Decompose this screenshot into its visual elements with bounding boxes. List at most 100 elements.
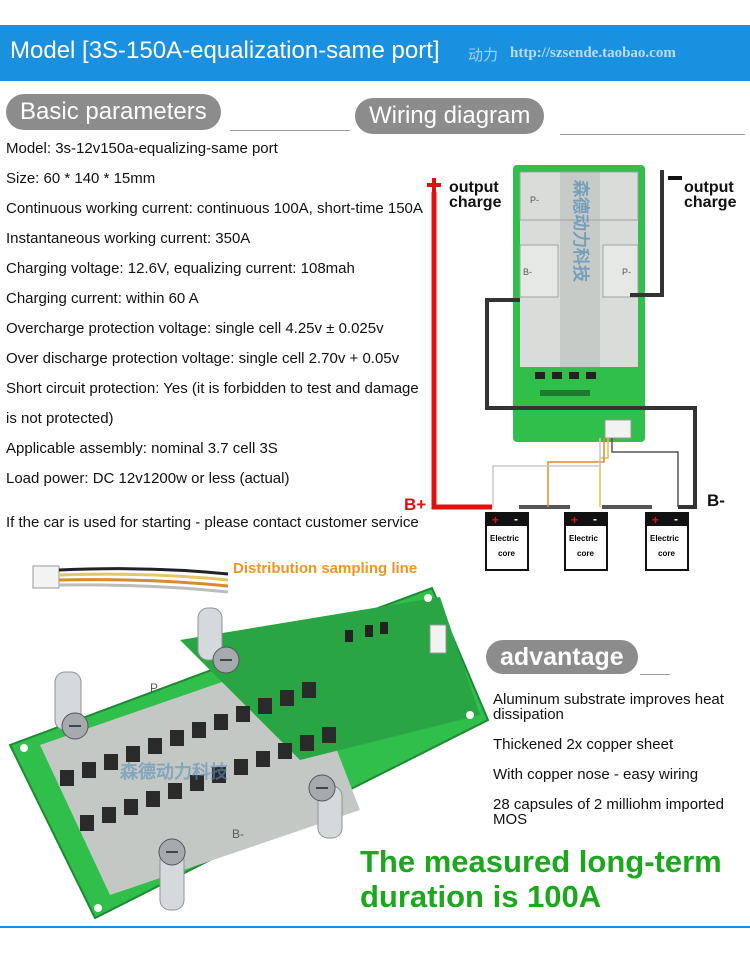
positive-wire <box>431 192 492 510</box>
sampling-wire <box>58 567 229 576</box>
negative-bus-wire <box>485 298 697 509</box>
pad-b-minus <box>519 244 559 298</box>
svg-text:-: - <box>674 512 678 526</box>
terminal-lug <box>308 774 343 839</box>
param-model: Model: 3s-12v150a-equalizing-same port <box>6 140 278 157</box>
chip <box>345 630 353 642</box>
mos-row <box>80 727 336 831</box>
param-assembly: Applicable assembly: nominal 3.7 cell 3S <box>6 440 278 457</box>
balance-connector <box>604 419 632 439</box>
resistor-row <box>540 390 590 396</box>
mount-hole <box>94 904 102 912</box>
balance-socket <box>429 624 447 654</box>
mos-strip <box>560 172 600 367</box>
advantage-item: With copper nose - easy wiring <box>493 766 699 783</box>
advantage-item: Thickened 2x copper sheet <box>493 736 674 753</box>
svg-text:+: + <box>492 513 499 527</box>
plus-glyph <box>432 178 436 192</box>
balance-plug <box>32 565 60 589</box>
mount-hole <box>466 711 474 719</box>
shop-url: http://szsende.taobao.com <box>510 45 676 61</box>
chip <box>535 372 545 379</box>
sampling-wire <box>58 583 229 594</box>
pad-label: P- <box>622 267 631 277</box>
mount-hole <box>20 744 28 752</box>
param-over-discharge: Over discharge protection voltage: singl… <box>6 350 400 367</box>
svg-text:-: - <box>514 512 518 526</box>
pad-p-minus <box>602 244 639 298</box>
bottom-rule <box>0 926 750 928</box>
minus-glyph <box>668 176 682 180</box>
advantage-item: 28 capsules of 2 milliohm imported MOS <box>493 796 724 828</box>
photo-pad-label: B- <box>232 827 244 841</box>
param-short-circuit: Short circuit protection: Yes (it is for… <box>6 380 419 397</box>
battery-cell: + - Electric core <box>645 512 689 571</box>
param-load-power: Load power: DC 12v1200w or less (actual) <box>6 470 290 487</box>
advantage-item: Aluminum substrate improves heat dissipa… <box>493 691 724 723</box>
balance-lead <box>611 438 679 507</box>
heading-rule <box>230 130 350 131</box>
sampling-wire <box>58 578 229 588</box>
page-title: Model [3S-150A-equalization-same port] <box>10 37 440 64</box>
distribution-sampling-label: Distribution sampling line <box>233 560 418 577</box>
wiring-diagram-heading: Wiring diagram <box>355 98 545 134</box>
param-instantaneous-current: Instantaneous working current: 350A <box>6 230 251 247</box>
chip <box>365 625 373 637</box>
basic-parameters-heading: Basic parameters <box>6 94 221 130</box>
output-charge-left-label: charge <box>449 194 502 211</box>
param-continuous-current: Continuous working current: continuous 1… <box>6 200 423 217</box>
param-overcharge: Overcharge protection voltage: single ce… <box>6 320 384 337</box>
output-charge-right-label: charge <box>684 194 737 211</box>
balance-lead <box>547 438 605 507</box>
chip <box>569 372 579 379</box>
output-charge-left-label: output <box>449 179 499 196</box>
svg-text:+: + <box>571 513 578 527</box>
mos-row <box>60 682 316 786</box>
svg-text:Electric: Electric <box>650 534 679 543</box>
chip <box>586 372 596 379</box>
measured-line: The measured long-term <box>360 844 722 879</box>
svg-text:Electric: Electric <box>490 534 519 543</box>
svg-text:core: core <box>577 549 594 558</box>
chip <box>552 372 562 379</box>
terminal-lug <box>158 838 186 911</box>
svg-text:core: core <box>498 549 515 558</box>
pad-label: B- <box>523 267 532 277</box>
measured-line: duration is 100A <box>360 879 602 914</box>
board-watermark: 森德动力科技 <box>571 180 591 283</box>
pad-top <box>519 171 639 221</box>
output-charge-right-label: output <box>684 179 734 196</box>
photo-pad-label: P- <box>150 681 162 695</box>
advantage-heading: advantage <box>486 640 638 674</box>
svg-text:+: + <box>652 513 659 527</box>
param-short-circuit-cont: is not protected) <box>6 410 114 427</box>
param-charging-current: Charging current: within 60 A <box>6 290 199 307</box>
photo-watermark: 森德动力科技 <box>120 761 229 782</box>
param-charging-voltage: Charging voltage: 12.6V, equalizing curr… <box>6 260 355 277</box>
svg-text:-: - <box>593 512 597 526</box>
heading-rule <box>560 134 745 135</box>
b-plus-label: B+ <box>404 495 426 514</box>
photo-control-area <box>180 597 480 760</box>
terminal-lug <box>197 607 240 674</box>
b-minus-label: B- <box>707 491 725 510</box>
battery-cell: + - Electric core <box>564 512 608 571</box>
param-size: Size: 60 * 140 * 15mm <box>6 170 156 187</box>
header-bar: Model [3S-150A-equalization-same port] 动… <box>0 25 750 81</box>
svg-text:Electric: Electric <box>569 534 598 543</box>
sampling-wire <box>58 572 229 582</box>
balance-lead <box>492 438 601 507</box>
starting-note: If the car is used for starting - please… <box>6 514 419 531</box>
battery-cell: + - Electric core <box>485 512 529 571</box>
heading-rule <box>640 674 670 675</box>
measured-duration-headline: The measured long-term duration is 100A <box>360 844 722 914</box>
header-watermark: 动力 <box>468 46 499 64</box>
p-minus-wire <box>630 170 664 297</box>
mount-hole <box>424 594 432 602</box>
pad-label: P- <box>530 195 539 205</box>
terminal-lug <box>54 671 89 740</box>
svg-text:core: core <box>658 549 675 558</box>
chip <box>380 622 388 634</box>
